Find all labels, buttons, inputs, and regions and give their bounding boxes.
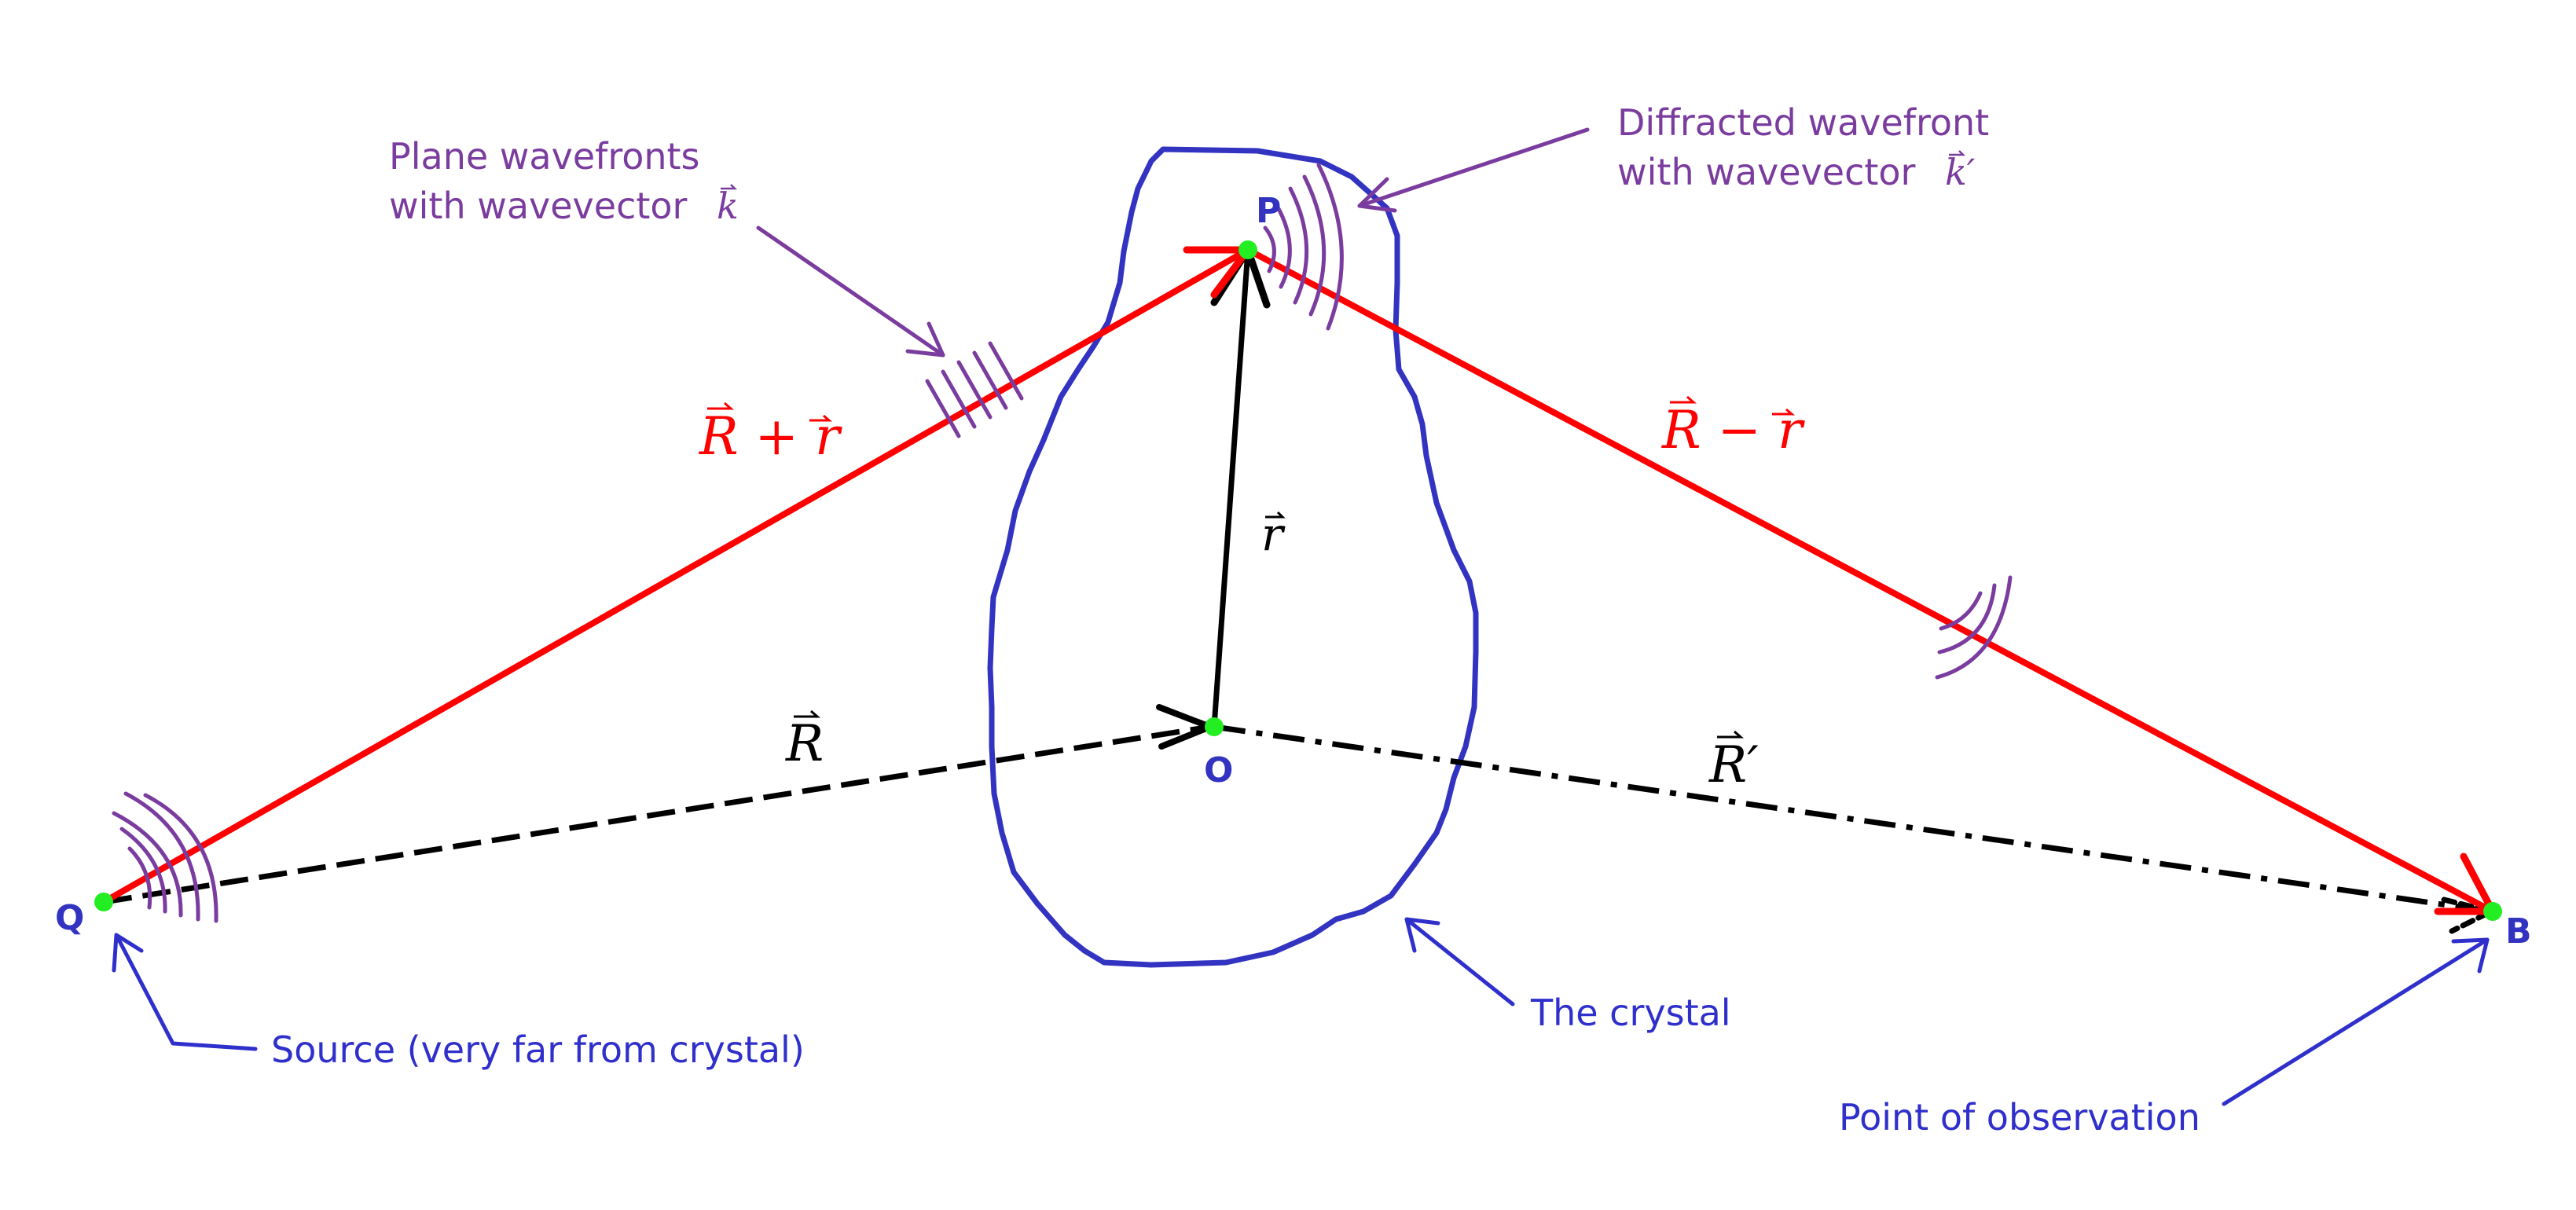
outgoing-wavefronts bbox=[1935, 575, 2013, 680]
source-pointer bbox=[112, 933, 258, 1051]
vector-R-arrowhead bbox=[1156, 704, 1213, 750]
vector-r-label-group: r bbox=[1261, 508, 1286, 561]
diffracted-line1: Diffracted wavefront bbox=[1617, 101, 1989, 144]
ray-R-plus-r-accent-1 bbox=[707, 402, 734, 410]
plane-wavefronts-pointer bbox=[756, 226, 945, 358]
vector-R-label: R bbox=[785, 715, 824, 773]
ray-R-plus-r-arrowhead bbox=[1183, 246, 1252, 299]
point-O-label: O bbox=[1204, 750, 1233, 790]
point-B-label: B bbox=[2505, 911, 2532, 952]
plane-wavefronts-symbol-group: k bbox=[717, 184, 739, 227]
plane-wavefronts-symbol: k bbox=[717, 185, 739, 227]
vector-R-prime-label: R′ bbox=[1708, 736, 1759, 794]
k-prime-accent bbox=[1949, 150, 1966, 156]
ray-R-minus-r-accent-2 bbox=[1772, 408, 1796, 416]
point-P-label: P bbox=[1256, 191, 1281, 231]
diffracted-symbol: k′ bbox=[1945, 151, 1976, 193]
vector-R-prime-line bbox=[1213, 724, 2492, 915]
ray-R-minus-r bbox=[1246, 247, 2494, 915]
point-O-dot bbox=[1205, 717, 1224, 736]
vector-R-prime-arrowhead bbox=[2441, 896, 2494, 934]
ray-R-plus-r-label: R + r bbox=[699, 406, 842, 467]
diffracted-symbol-group: k′ bbox=[1945, 150, 1976, 193]
observation-annotation: Point of observation bbox=[1839, 1096, 2200, 1138]
vector-r-accent bbox=[1265, 511, 1286, 519]
plane-wavefronts-line1: Plane wavefronts bbox=[389, 135, 700, 178]
diffracted-line2: with wavevector bbox=[1617, 151, 1916, 193]
point-B-dot bbox=[2483, 902, 2502, 921]
vector-R-prime-label-group: R′ bbox=[1708, 730, 1759, 794]
diffracted-wavefront-pointer bbox=[1357, 127, 1590, 213]
plane-wavefronts bbox=[925, 341, 1024, 438]
crystal-annotation: The crystal bbox=[1530, 992, 1731, 1034]
k-accent bbox=[721, 184, 738, 190]
ray-R-minus-r-accent-1 bbox=[1670, 395, 1697, 404]
ray-R-plus-r-label-group: R + r bbox=[699, 402, 842, 467]
vector-R-prime-accent bbox=[1717, 730, 1744, 739]
point-Q-dot bbox=[94, 893, 113, 911]
vector-R-accent bbox=[794, 710, 820, 718]
point-Q-label: Q bbox=[55, 898, 84, 938]
source-wavefronts bbox=[112, 791, 218, 923]
ray-R-minus-r-label: R − r bbox=[1661, 400, 1805, 460]
point-P-dot bbox=[1238, 240, 1257, 259]
plane-wavefronts-line2: with wavevector bbox=[389, 185, 688, 227]
ray-R-plus-r bbox=[102, 247, 1249, 905]
vector-r-line bbox=[1211, 249, 1251, 728]
source-annotation: Source (very far from crystal) bbox=[271, 1028, 805, 1071]
ray-R-plus-r-accent-2 bbox=[809, 414, 833, 422]
crystal-pointer bbox=[1404, 917, 1515, 1006]
diffracted-wavefronts bbox=[1263, 163, 1344, 331]
observation-pointer bbox=[2222, 937, 2490, 1106]
crystal-outline bbox=[987, 146, 1479, 968]
vector-R-label-group: R bbox=[785, 710, 824, 773]
vector-R-line bbox=[103, 724, 1211, 905]
ray-R-minus-r-label-group: R − r bbox=[1661, 395, 1805, 460]
